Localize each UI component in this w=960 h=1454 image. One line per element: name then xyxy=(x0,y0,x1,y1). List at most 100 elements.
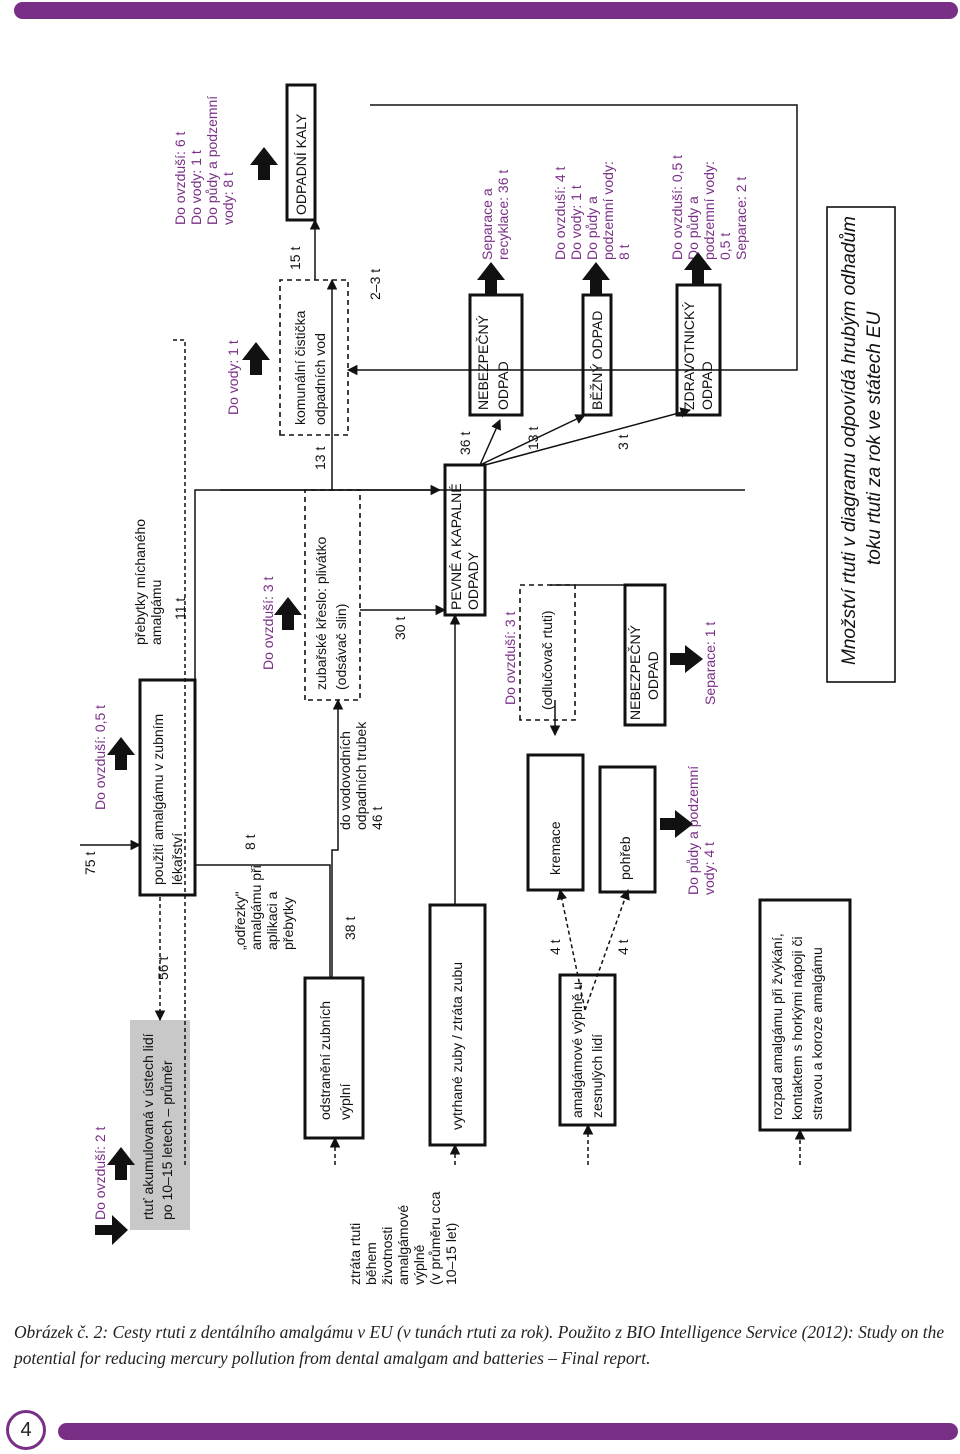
burial-label: pohřeb xyxy=(617,836,633,880)
flow-8t-label: 8 t xyxy=(242,834,258,850)
em-common-4: podzemní vody: xyxy=(600,161,616,260)
use-label-1: použití amalgámu v zubním xyxy=(150,714,166,885)
accumulated-label-1: rtuť akumulovaná v ústech lidí xyxy=(140,1033,156,1220)
flow-11t-label: 11 t xyxy=(172,598,188,620)
lifetime-loss-line xyxy=(170,339,186,1165)
decay-label-2: kontaktem s horkými nápoji či xyxy=(789,936,805,1120)
flow-36t xyxy=(479,419,501,466)
arrow-em-common xyxy=(582,262,610,295)
flow-38t-label: 38 t xyxy=(342,917,358,940)
em-sludge-4: vody: 8 t xyxy=(220,172,236,225)
em-separator: Do ovzduší: 3 t xyxy=(502,612,518,705)
accumulated-mercury-box xyxy=(130,1020,190,1230)
mercury-separator-box xyxy=(519,584,576,721)
em-common-3: Do půdy a xyxy=(584,196,600,260)
lifetime-2: během xyxy=(363,1242,379,1285)
emission-arrows xyxy=(107,147,712,1180)
legend-box xyxy=(826,206,896,683)
em-use: Do ovzduší: 0,5 t xyxy=(92,705,108,810)
deceased-label-2: zesnulých lidí xyxy=(589,1034,605,1118)
figure-caption: Obrázek č. 2: Cesty rtuti z dentálního a… xyxy=(14,1319,954,1371)
removal-label-1: odstranění zubních xyxy=(317,1001,333,1120)
cremation-box xyxy=(526,753,585,892)
solid-label-2: ODPADY xyxy=(465,551,481,610)
em-common-1: Do ovzduší: 4 t xyxy=(552,167,568,260)
arrow-em-plant xyxy=(242,342,270,375)
drain-3: 46 t xyxy=(369,807,385,830)
flow-56t-label: 56 t xyxy=(155,957,171,980)
chair-label-2: (odsávač slin) xyxy=(333,604,349,690)
solid-liquid-waste-box xyxy=(443,463,487,617)
caption-line-2: potential for reducing mercury pollution… xyxy=(14,1348,651,1368)
em-medical-3: podzemní vody: xyxy=(701,161,717,260)
common-label: BĚŽNÝ ODPAD xyxy=(589,311,605,410)
em-medical-2: Do půdy a xyxy=(685,196,701,260)
lifetime-1: ztráta rtuti xyxy=(347,1223,363,1285)
arrow-em-haz2 xyxy=(477,262,505,295)
flow-13t-plant-label: 13 t xyxy=(312,447,328,470)
arrow-em-use xyxy=(107,737,135,770)
flow-3t-medical xyxy=(484,407,692,466)
arrow-em-acc xyxy=(107,1147,135,1180)
drain-2: odpadních trubek xyxy=(353,721,369,830)
em-plant: Do vody: 1 t xyxy=(225,340,241,415)
wastewater-plant-box xyxy=(279,279,349,436)
bottom-accent-bar xyxy=(58,1423,958,1440)
haz2-label-1: NEBEZPEČNÝ xyxy=(475,314,491,410)
legend-line-2: toku rtuti za rok ve státech EU xyxy=(864,311,885,565)
removal-label-2: výplní xyxy=(337,1083,353,1120)
arrow-em-chair xyxy=(274,597,302,630)
flow-36t-label: 36 t xyxy=(457,432,473,455)
use-label-2: lékařství xyxy=(169,833,185,885)
separator-label: (odlučovač rtuti) xyxy=(539,610,555,710)
arrow-em-burial xyxy=(660,810,693,838)
legend-line-1: Množství rtuti v diagramu odpovídá hrubý… xyxy=(839,216,860,665)
em-burial-2: vody: 4 t xyxy=(701,842,717,895)
flow-13t-common xyxy=(479,414,586,466)
em-sludge-1: Do ovzduší: 6 t xyxy=(172,132,188,225)
em-acc: Do ovzduší: 2 t xyxy=(92,1127,108,1220)
trimmings-line xyxy=(195,864,331,978)
flow-23t-label: 2–3 t xyxy=(367,269,383,300)
plant-label-2: odpadních vod xyxy=(312,333,328,425)
lifetime-7: 10–15 let) xyxy=(443,1223,459,1285)
surplus-2: amalgámu xyxy=(148,580,164,645)
flow-labels: 75 t 56 t 38 t 8 t 11 t 30 t 13 t 15 t 2… xyxy=(82,216,885,1285)
flow-4t-cremation-label: 4 t xyxy=(547,939,563,955)
flow-2-3t xyxy=(346,104,798,376)
em-common-2: Do vody: 1 t xyxy=(568,185,584,260)
trimmings-2: amalgámu při xyxy=(248,865,264,950)
flow-3t-label: 3 t xyxy=(615,434,631,450)
flow-30t-label: 30 t xyxy=(392,617,408,640)
plant-label-1: komunální čistička xyxy=(292,310,308,425)
em-medical-5: Separace: 2 t xyxy=(733,177,749,260)
drain-1: do vodovodních xyxy=(337,731,353,830)
decay-label-3: stravou a koroze amalgámu xyxy=(809,947,825,1120)
sewage-sludge-box xyxy=(285,83,317,222)
haz1-label-1: NEBEZPEČNÝ xyxy=(627,624,643,720)
filling-removal-box xyxy=(303,976,365,1140)
em-medical-1: Do ovzduší: 0,5 t xyxy=(669,155,685,260)
lifetime-5: výplně xyxy=(411,1244,427,1285)
caption-line-1: Obrázek č. 2: Cesty rtuti z dentálního a… xyxy=(14,1322,945,1342)
haz1-label-2: ODPAD xyxy=(645,651,661,700)
em-medical-4: 0,5 t xyxy=(717,233,733,260)
arrow-em-haz1 xyxy=(670,645,703,673)
em-haz2-1: Separace a xyxy=(479,188,495,260)
em-chair: Do ovzduší: 3 t xyxy=(260,577,276,670)
em-haz2-2: recyklace: 36 t xyxy=(495,170,511,260)
flow-38t xyxy=(331,698,344,978)
arrow-em-sludge xyxy=(250,147,278,180)
medical-label-1: ZDRAVOTNICKÝ xyxy=(681,301,697,410)
trimmings-1: „odřezky" xyxy=(232,891,248,950)
em-haz1: Separace: 1 t xyxy=(702,622,718,705)
em-burial-1: Do půdy a podzemní xyxy=(685,766,701,895)
top-accent-bar xyxy=(14,2,958,19)
solid-label-1: PEVNÉ A KAPALNÉ xyxy=(448,483,464,610)
page-number: 4 xyxy=(6,1410,46,1450)
lifetime-4: amalgámové xyxy=(395,1205,411,1285)
sludge-label: ODPADNÍ KALY xyxy=(293,113,309,215)
lifetime-6: (v průměru cca xyxy=(427,1191,443,1285)
medical-label-2: ODPAD xyxy=(699,361,715,410)
